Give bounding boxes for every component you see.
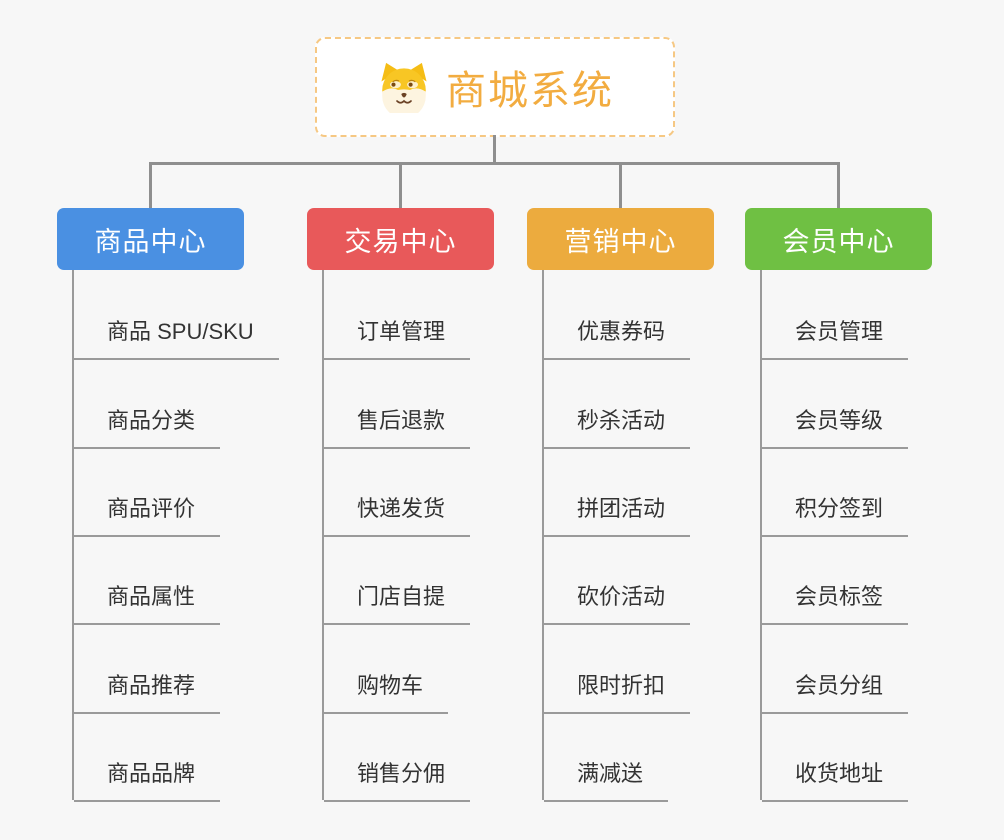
- leaf-node[interactable]: 商品分类: [74, 403, 221, 449]
- root-node[interactable]: 商城系统: [315, 37, 675, 137]
- branch-label: 商品中心: [94, 226, 207, 257]
- leaf-node[interactable]: 商品属性: [74, 579, 221, 626]
- leaf-row: 商品推荐: [74, 623, 244, 714]
- leaf-row: 会员等级: [762, 358, 932, 449]
- branch-column: 商品中心 商品 SPU/SKU 商品分类 商品评价 商品属性 商品推荐 商品品牌: [57, 208, 279, 802]
- leaf-row: 商品分类: [74, 358, 244, 449]
- shiba-dog-icon: [381, 62, 427, 113]
- leaf-node[interactable]: 拼团活动: [544, 491, 691, 537]
- leaf-node[interactable]: 订单管理: [324, 314, 471, 361]
- leaf-node[interactable]: 限时折扣: [544, 668, 691, 714]
- leaf-row: 售后退款: [324, 358, 494, 449]
- leaf-row: 门店自提: [324, 535, 494, 626]
- leaf-row: 快递发货: [324, 447, 494, 537]
- leaf-row: 会员管理: [762, 270, 932, 361]
- leaf-node[interactable]: 购物车: [324, 668, 449, 714]
- leaf-node[interactable]: 商品品牌: [74, 756, 221, 802]
- leaf-node[interactable]: 商品 SPU/SKU: [74, 314, 279, 361]
- leaf-row: 砍价活动: [544, 535, 714, 626]
- leaf-node[interactable]: 优惠券码: [544, 314, 691, 361]
- leaf-row: 商品品牌: [74, 712, 244, 802]
- branch-connector-drop: [837, 162, 840, 208]
- branch-connector-drop: [399, 162, 402, 208]
- leaf-row: 优惠券码: [544, 270, 714, 361]
- branch-node[interactable]: 商品中心: [57, 208, 244, 270]
- branch-node[interactable]: 会员中心: [745, 208, 932, 270]
- leaf-node[interactable]: 商品推荐: [74, 668, 221, 714]
- leaf-row: 销售分佣: [324, 712, 494, 802]
- leaf-row: 拼团活动: [544, 447, 714, 537]
- branch-connector-drop: [619, 162, 622, 208]
- leaf-node[interactable]: 满减送: [544, 756, 669, 802]
- branch-children: 会员管理 会员等级 积分签到 会员标签 会员分组 收货地址: [760, 270, 932, 802]
- leaf-row: 会员分组: [762, 623, 932, 714]
- branch-label: 营销中心: [564, 226, 677, 257]
- branch-connector-drop: [149, 162, 152, 208]
- leaf-node[interactable]: 会员等级: [762, 403, 909, 449]
- branch-node[interactable]: 交易中心: [307, 208, 494, 270]
- leaf-row: 商品属性: [74, 535, 244, 626]
- branch-column: 营销中心 优惠券码 秒杀活动 拼团活动 砍价活动 限时折扣 满减送: [527, 208, 714, 802]
- leaf-node[interactable]: 会员管理: [762, 314, 909, 361]
- leaf-node[interactable]: 秒杀活动: [544, 403, 691, 449]
- leaf-row: 收货地址: [762, 712, 932, 802]
- branch-column: 交易中心 订单管理 售后退款 快递发货 门店自提 购物车 销售分佣: [307, 208, 494, 802]
- leaf-row: 订单管理: [324, 270, 494, 361]
- leaf-row: 会员标签: [762, 535, 932, 626]
- branch-column: 会员中心 会员管理 会员等级 积分签到 会员标签 会员分组 收货地址: [745, 208, 932, 802]
- leaf-node[interactable]: 销售分佣: [324, 756, 471, 802]
- leaf-row: 购物车: [324, 623, 494, 714]
- root-title: 商城系统: [446, 69, 614, 113]
- leaf-row: 积分签到: [762, 447, 932, 537]
- branch-node[interactable]: 营销中心: [527, 208, 714, 270]
- branch-label: 会员中心: [782, 226, 895, 257]
- leaf-node[interactable]: 快递发货: [324, 491, 471, 537]
- branch-connector-bus: [149, 162, 840, 165]
- leaf-row: 限时折扣: [544, 623, 714, 714]
- leaf-node[interactable]: 会员分组: [762, 668, 909, 714]
- branch-children: 订单管理 售后退款 快递发货 门店自提 购物车 销售分佣: [322, 270, 494, 802]
- leaf-row: 秒杀活动: [544, 358, 714, 449]
- leaf-node[interactable]: 积分签到: [762, 491, 909, 537]
- branch-children: 优惠券码 秒杀活动 拼团活动 砍价活动 限时折扣 满减送: [542, 270, 714, 802]
- leaf-row: 商品 SPU/SKU: [74, 270, 279, 361]
- leaf-node[interactable]: 门店自提: [324, 579, 471, 626]
- branch-label: 交易中心: [344, 226, 457, 257]
- leaf-node[interactable]: 砍价活动: [544, 579, 691, 626]
- leaf-node[interactable]: 商品评价: [74, 491, 221, 537]
- leaf-row: 商品评价: [74, 447, 244, 537]
- leaf-node[interactable]: 会员标签: [762, 579, 909, 626]
- branch-children: 商品 SPU/SKU 商品分类 商品评价 商品属性 商品推荐 商品品牌: [72, 270, 279, 802]
- root-connector-stem: [493, 135, 496, 163]
- leaf-row: 满减送: [544, 712, 714, 802]
- leaf-node[interactable]: 收货地址: [762, 756, 909, 802]
- leaf-node[interactable]: 售后退款: [324, 403, 471, 449]
